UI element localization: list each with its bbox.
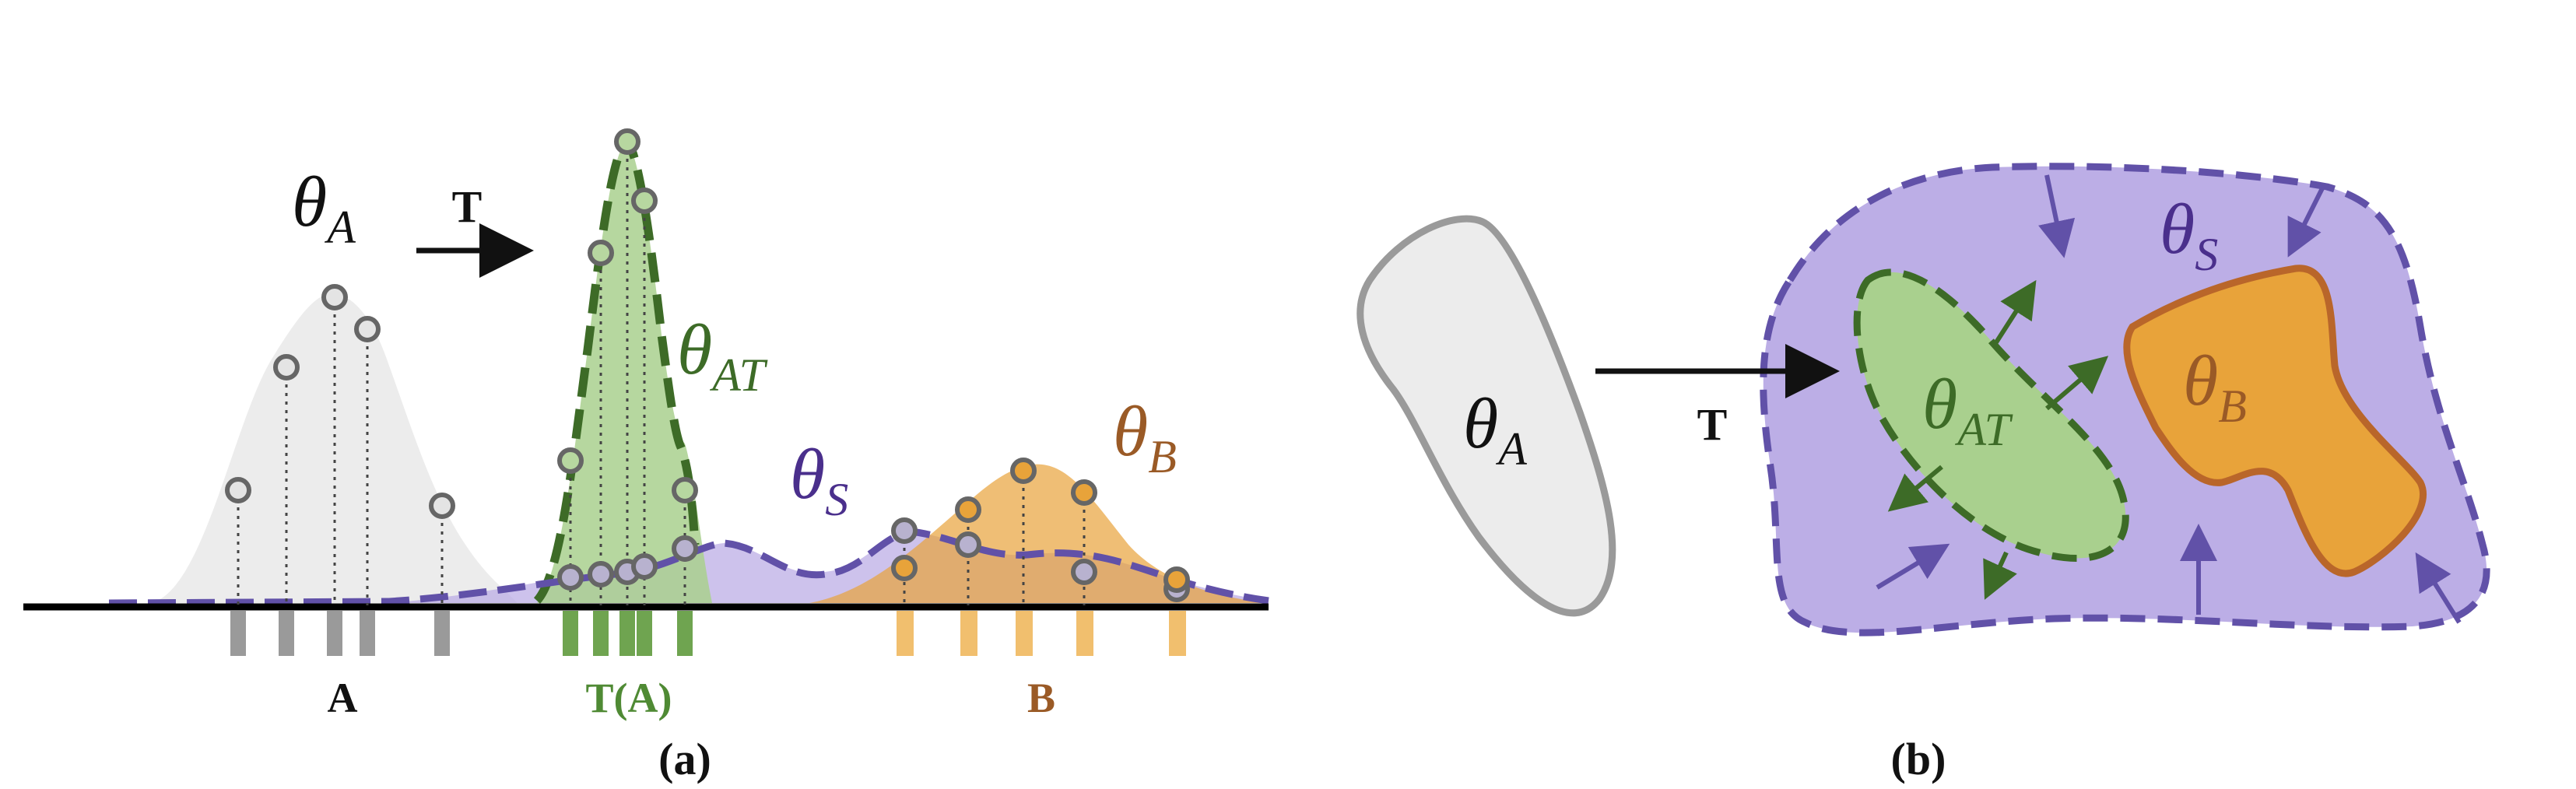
caption-a: (a) [658, 734, 711, 784]
theta-b-label: θB [1113, 391, 1177, 482]
panel-a: T θA θAT θS θB A T(A) B (a) [23, 128, 1269, 784]
theta-b-density [809, 464, 1269, 603]
theta-a-label-b: θA [1463, 384, 1527, 475]
theta-a-density [148, 293, 518, 603]
theta-at-density [537, 140, 712, 603]
theta-at-shape [1853, 268, 2129, 562]
sample-label-a: A [328, 675, 358, 721]
points-at-on-s [557, 535, 698, 591]
transform-label-b: T [1697, 399, 1728, 450]
theta-s-label-b: θS [2160, 189, 2218, 280]
theta-b-label-b: θB [2183, 341, 2247, 432]
caption-b: (b) [1891, 734, 1946, 784]
dotted-drop-lines [237, 142, 1178, 605]
sample-bars-b [897, 611, 1186, 656]
shrink-arrows [1876, 174, 2462, 624]
theta-s-label: θS [790, 434, 848, 525]
sample-bars-a [230, 611, 450, 656]
theta-at-label: θAT [677, 310, 768, 401]
theta-a-label: θA [292, 162, 356, 253]
transform-label-a: T [452, 181, 483, 232]
sample-label-b: B [1027, 675, 1055, 721]
sample-bars-ta [563, 611, 693, 656]
points-at [557, 128, 698, 503]
sample-label-ta: T(A) [586, 675, 672, 721]
points-b-on-s [891, 517, 1190, 602]
theta-at-label-b: θAT [1922, 364, 2013, 455]
panel-b: T θA θAT θS θB (b) [1356, 163, 2490, 784]
points-a [225, 284, 455, 519]
theta-a-shape [1356, 215, 1616, 617]
theta-b-shape [2123, 265, 2427, 577]
points-b [891, 458, 1190, 593]
expand-arrows [1887, 279, 2109, 600]
